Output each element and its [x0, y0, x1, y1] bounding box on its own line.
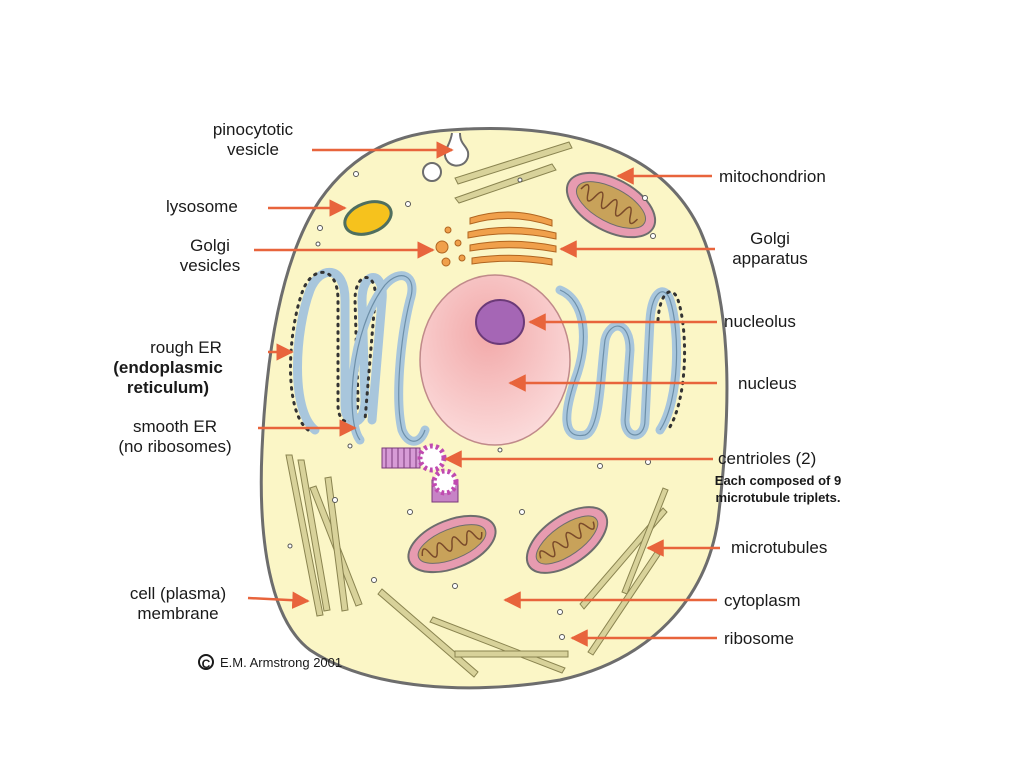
label-pinocytotic-vesicle: pinocytotic vesicle [212, 120, 294, 159]
er-right [555, 285, 687, 440]
copyright-icon: C [198, 654, 214, 671]
microtubules [285, 141, 669, 678]
mitochondrion-top [565, 171, 657, 239]
mitochondrion-right [525, 506, 609, 574]
lysosome [343, 200, 393, 236]
credit-text: E.M. Armstrong 2001 [220, 654, 343, 670]
label-mitochondrion: mitochondrion [719, 167, 826, 186]
label-centrioles-note: Each composed of 9 microtubule triplets. [714, 473, 842, 505]
label-rough-er-expansion: (endoplasmic reticulum) [113, 358, 223, 397]
golgi-apparatus [467, 211, 557, 266]
golgi-vesicles [435, 226, 466, 267]
label-smooth-er: smooth ER (no ribosomes) [118, 417, 232, 456]
copyright-credit: C E.M. Armstrong 2001 [198, 654, 343, 671]
label-lysosome: lysosome [166, 197, 238, 216]
mitochondrion-left [407, 514, 497, 574]
ribosomes [287, 171, 656, 640]
label-golgi-apparatus: Golgi apparatus [732, 229, 808, 268]
centrioles [381, 443, 459, 503]
label-rough-er: rough ER [150, 338, 222, 357]
label-nucleolus: nucleolus [724, 312, 796, 331]
label-centrioles: centrioles (2) [718, 449, 817, 468]
label-microtubules: microtubules [731, 538, 828, 557]
pointer-arrows [247, 141, 720, 647]
label-cell-membrane: cell (plasma) membrane [129, 584, 227, 623]
nucleolus [475, 299, 525, 345]
label-nucleus: nucleus [738, 374, 797, 393]
label-ribosome: ribosome [724, 629, 794, 648]
label-golgi-vesicles: Golgi vesicles [179, 236, 241, 275]
label-cytoplasm: cytoplasm [724, 591, 801, 610]
